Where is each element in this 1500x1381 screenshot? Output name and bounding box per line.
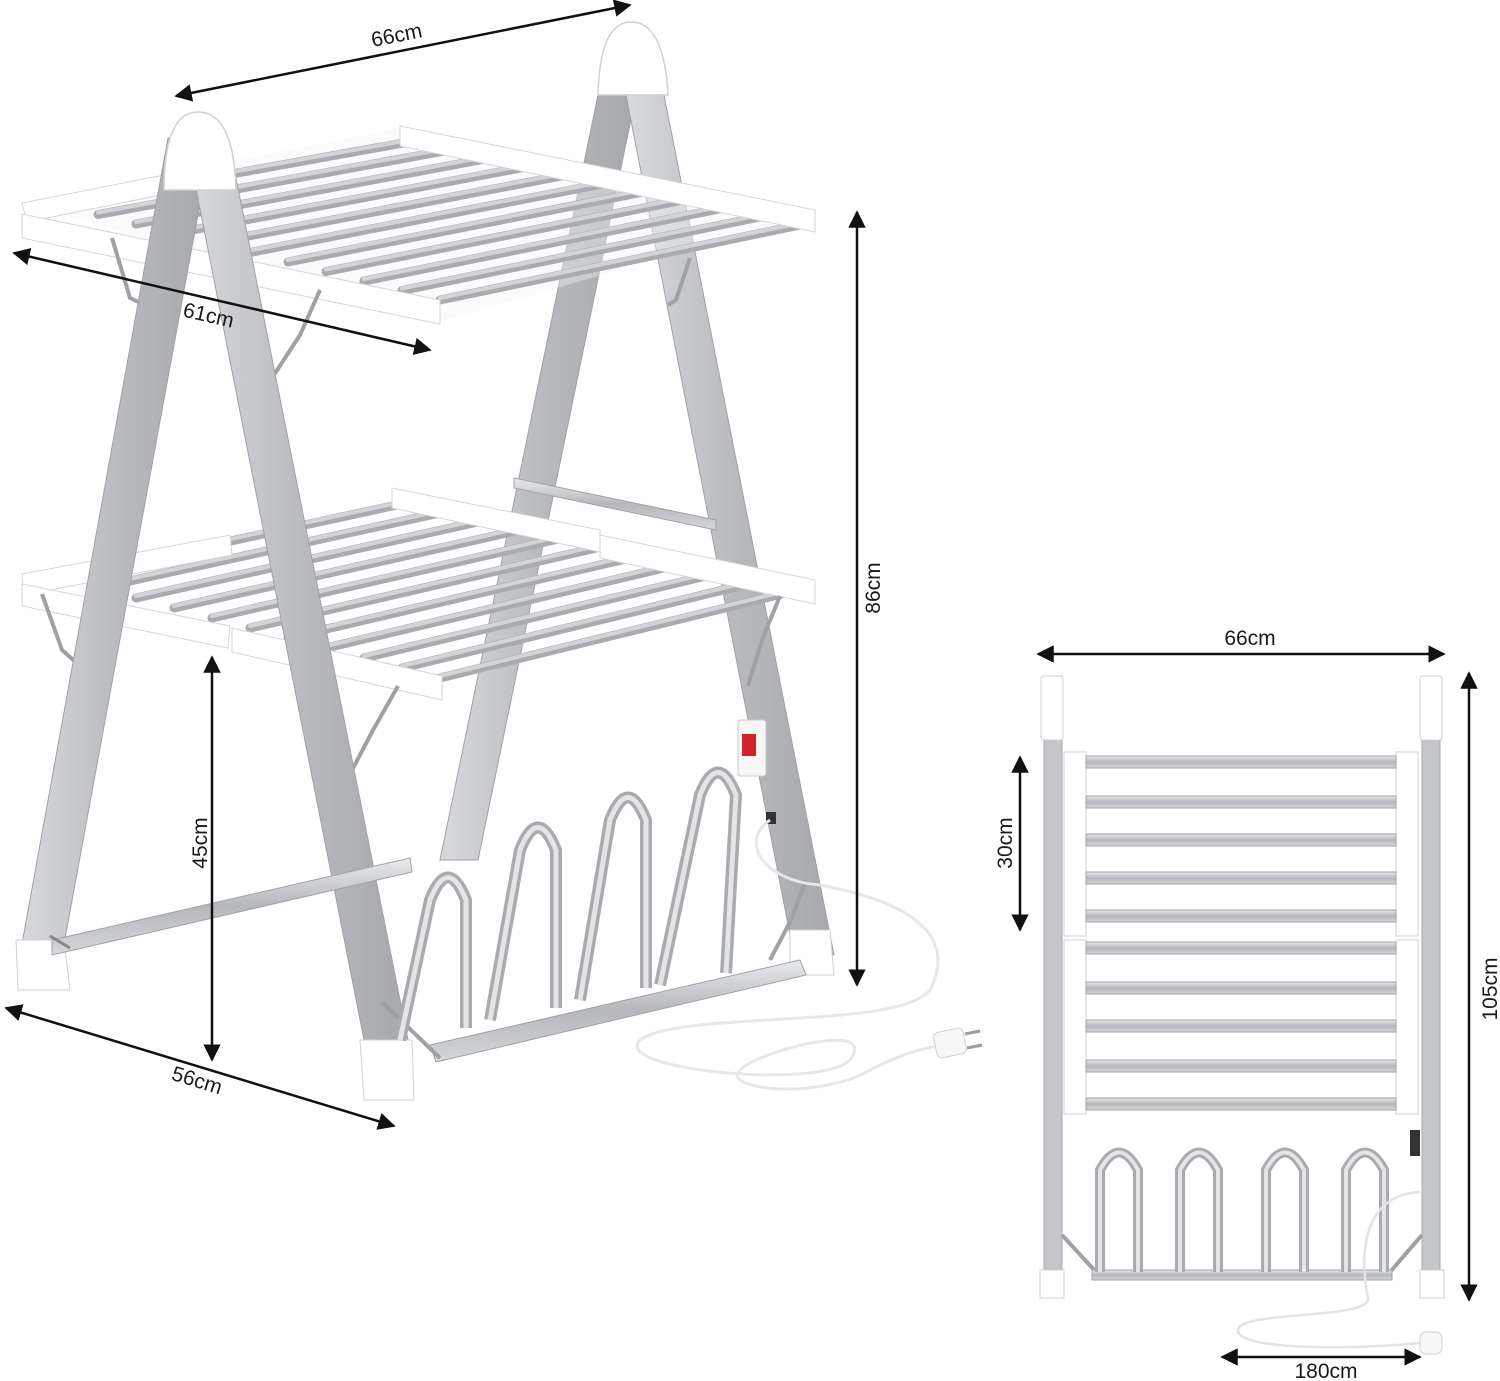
- perspective-view: [15, 21, 983, 1101]
- shoe-loop-highlight: [1344, 1150, 1386, 1272]
- rail: [1085, 909, 1397, 923]
- rail: [1085, 1019, 1397, 1033]
- shoe-loop: [484, 821, 562, 1022]
- lower-shelf-height-label: 45cm: [189, 817, 212, 868]
- lower-shelf-rails: [55, 495, 795, 683]
- power-switch: [737, 719, 776, 824]
- shoe-loop-highlight: [577, 795, 649, 1001]
- shoe-loop: [1095, 1147, 1143, 1272]
- cord-length-label: 180cm: [1294, 1360, 1357, 1381]
- rail: [1085, 755, 1397, 769]
- rail-highlight: [134, 514, 496, 598]
- shoe-loop: [574, 791, 652, 1001]
- shelf-depth-label: 30cm: [994, 817, 1017, 868]
- rail: [1085, 1059, 1397, 1073]
- rail-highlight: [210, 170, 574, 243]
- front-view-shoe-loops: [1095, 1147, 1389, 1272]
- lower-shelf: [21, 487, 816, 779]
- shoe-loop-highlight: [487, 825, 559, 1021]
- rail-highlight: [400, 212, 764, 291]
- rail: [1085, 981, 1397, 995]
- rail-highlight: [286, 551, 644, 638]
- rail: [1085, 833, 1397, 847]
- rail-highlight: [248, 178, 612, 253]
- shoe-rack-loops: [394, 766, 742, 1042]
- rail-highlight: [400, 578, 755, 668]
- base-depth-arrow: [4, 1004, 396, 1130]
- overall-height-label: 86cm: [862, 562, 885, 613]
- rail-highlight: [438, 221, 802, 300]
- rail-highlight: [324, 560, 681, 648]
- top-width-arrow: [174, 0, 632, 102]
- front-view: [1039, 675, 1445, 1355]
- shoe-loop-highlight: [397, 875, 469, 1041]
- shoe-loop: [1261, 1147, 1309, 1272]
- shoe-rack: [380, 766, 808, 1063]
- dimension-lines: [4, 0, 1478, 1366]
- front-view-plug-icon: [1419, 1331, 1443, 1355]
- front-view-power-cord: [1236, 1190, 1421, 1349]
- shoe-loop-highlight: [1098, 1150, 1140, 1272]
- rail-highlight: [172, 523, 533, 608]
- shelf-length-arrow: [12, 248, 432, 355]
- shoe-loop-highlight: [657, 770, 739, 986]
- shoe-loop-highlight: [1178, 1150, 1220, 1272]
- rail: [1085, 1097, 1397, 1111]
- rail-highlight: [362, 569, 718, 658]
- shoe-loop-highlight: [1264, 1150, 1306, 1272]
- front-width-label: 66cm: [1224, 627, 1275, 650]
- rail-highlight: [210, 532, 570, 618]
- rail: [1085, 941, 1397, 955]
- rail: [1085, 795, 1397, 809]
- switch-red-icon: [742, 734, 756, 756]
- front-height-label: 105cm: [1479, 957, 1500, 1020]
- base-depth-label: 56cm: [169, 1062, 225, 1099]
- rail-highlight: [438, 588, 792, 678]
- power-cord: [635, 818, 946, 1091]
- shoe-loop: [394, 871, 472, 1042]
- front-view-rails: [1085, 755, 1397, 1111]
- rail: [1085, 871, 1397, 885]
- plug-icon: [933, 1027, 983, 1059]
- shoe-loop: [1175, 1147, 1223, 1272]
